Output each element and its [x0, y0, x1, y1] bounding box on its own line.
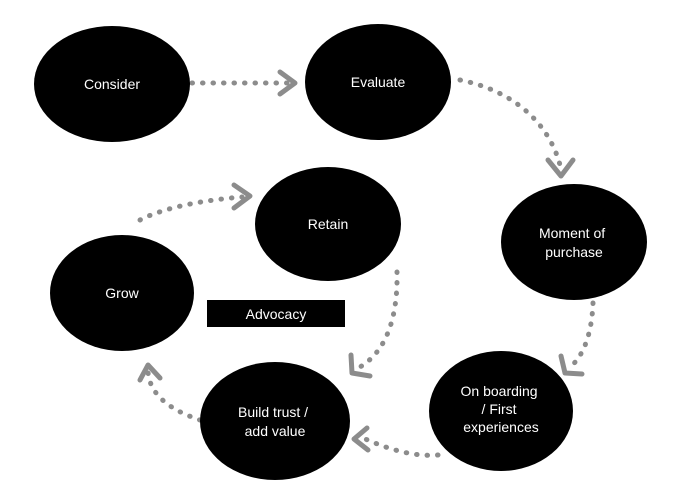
- advocacy-banner-label: Advocacy: [246, 306, 307, 322]
- node-purchase-label: Moment of purchase: [539, 225, 609, 260]
- node-evaluate: Evaluate: [305, 24, 451, 140]
- node-build-label: Build trust / add value: [238, 404, 312, 439]
- node-purchase-shape: [501, 184, 647, 300]
- node-evaluate-line: Evaluate: [351, 74, 406, 90]
- node-build-trust: Build trust / add value: [200, 362, 350, 480]
- node-retain-line: Retain: [308, 216, 348, 232]
- node-consider-label: Consider: [84, 76, 140, 92]
- node-onboarding-shape: [429, 351, 573, 471]
- node-onboarding-label: On boarding / First experiences: [461, 383, 542, 435]
- node-evaluate-label: Evaluate: [351, 74, 406, 90]
- connector-purchase-onboarding: [558, 300, 596, 377]
- node-onboarding-line-3: experiences: [463, 419, 539, 435]
- node-onboarding-line-1: On boarding: [461, 383, 538, 399]
- node-onboarding-line-2: / First: [482, 401, 517, 417]
- node-consider: Consider: [34, 26, 190, 142]
- node-retain-label: Retain: [308, 216, 348, 232]
- node-build-shape: [200, 362, 350, 480]
- advocacy-banner: Advocacy: [207, 300, 345, 327]
- node-retain: Retain: [255, 167, 401, 281]
- node-moment-of-purchase: Moment of purchase: [501, 184, 647, 300]
- node-grow-shape: [50, 235, 194, 351]
- node-consider-line: Consider: [84, 76, 140, 92]
- node-evaluate-shape: [305, 24, 451, 140]
- connector-onboarding-build: [351, 425, 441, 458]
- node-build-line-1: Build trust /: [238, 404, 308, 420]
- node-build-line-2: add value: [245, 423, 306, 439]
- connector-grow-retain: [137, 182, 253, 223]
- node-grow-label: Grow: [105, 285, 139, 301]
- connector-consider-evaluate: [189, 69, 298, 97]
- node-purchase-line-1: Moment of: [539, 225, 605, 241]
- node-consider-shape: [34, 26, 190, 142]
- connector-evaluate-purchase: [457, 77, 576, 179]
- node-onboarding: On boarding / First experiences: [429, 351, 573, 471]
- connector-build-grow: [137, 362, 203, 423]
- node-grow: Grow: [50, 235, 194, 351]
- connector-retain-build: [348, 269, 400, 379]
- advocacy-banner-box: [207, 300, 345, 327]
- node-grow-line: Grow: [105, 285, 139, 301]
- node-purchase-line-2: purchase: [545, 244, 603, 260]
- node-retain-shape: [255, 167, 401, 281]
